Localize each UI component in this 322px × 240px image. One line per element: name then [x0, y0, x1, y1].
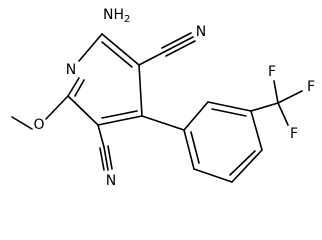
bond-c5-cn — [97, 124, 105, 148]
bond-ph6-ph1-inner — [190, 131, 200, 164]
bond-ph3-cf3 — [250, 102, 279, 112]
bond-cn-bottom-2 — [99, 147, 105, 171]
label-nitrile-n-top: N — [196, 24, 206, 40]
bond-c5-c4 — [97, 115, 143, 126]
bond-c3-c2 — [101, 33, 140, 66]
bond-ph1-ph2 — [183, 101, 209, 131]
bond-cn-bottom-1 — [103, 146, 109, 171]
label-methoxy-o: O — [33, 117, 44, 133]
bond-c6-o — [45, 95, 69, 120]
bond-ph5-ph6 — [193, 168, 233, 183]
bond-cf3-f3 — [277, 102, 289, 126]
bond-c4-c3 — [138, 64, 143, 117]
bond-c3-c2-inner — [101, 41, 133, 68]
bond-c5-c4-inner — [101, 110, 138, 119]
label-amino: NH2 — [103, 7, 130, 25]
bond-cn-top-1 — [163, 36, 194, 53]
bond-cf3-f2 — [277, 90, 303, 104]
bond-ph3-ph4 — [250, 110, 263, 151]
label-fluorine-3: F — [290, 126, 298, 142]
label-fluorine-2: F — [307, 79, 315, 95]
bond-c6-c5 — [67, 95, 99, 126]
bond-cn-top-3 — [165, 40, 196, 57]
bond-c2-n1 — [78, 33, 103, 62]
bond-ph6-ph1 — [183, 129, 195, 170]
bond-ph4-ph5-inner — [229, 150, 256, 176]
label-nitrile-n-bottom: N — [106, 173, 116, 189]
bond-o-ch3 — [11, 116, 33, 130]
label-ring-n: N — [66, 62, 76, 78]
bond-c3-cn — [138, 51, 165, 66]
bond-c4-phenyl — [141, 115, 185, 131]
bond-ph2-ph3-inner — [211, 108, 247, 117]
structure-svg: NH2 N O N N F F F — [11, 7, 315, 189]
bond-cf3-f1 — [273, 80, 279, 104]
label-fluorine-1: F — [268, 64, 276, 80]
bond-cn-bottom-3 — [107, 145, 113, 170]
structure-diagram: NH2 N O N N F F F — [11, 7, 315, 189]
bond-cn-top-2 — [161, 32, 192, 49]
bond-ph2-ph3 — [207, 101, 252, 112]
bond-ph4-ph5 — [231, 149, 263, 183]
bond-n1-c6-inner — [74, 79, 85, 97]
bond-n1-c6 — [67, 77, 80, 97]
